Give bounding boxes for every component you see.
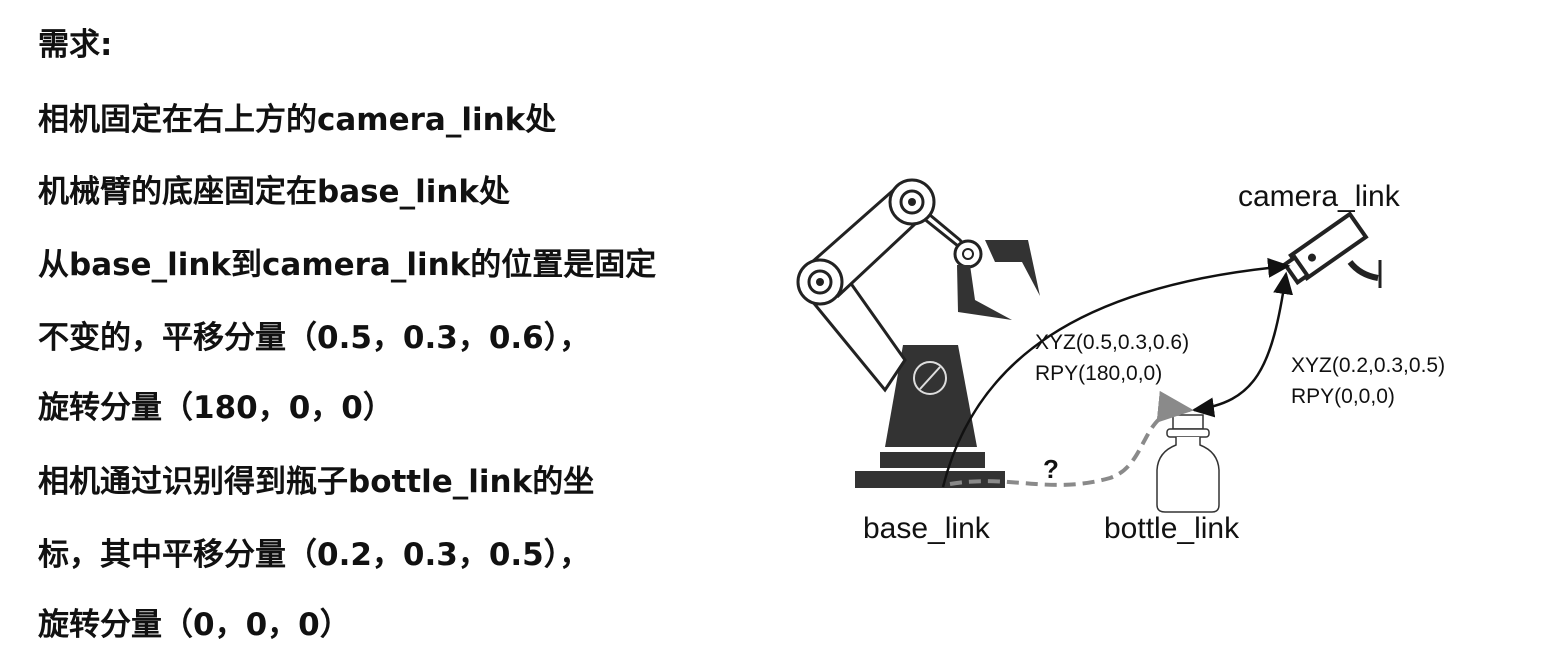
base-camera-rpy: RPY(180,0,0) xyxy=(1035,362,1162,385)
text-line: 相机通过识别得到瓶子bottle_link的坐 xyxy=(38,464,595,500)
text-line: 不变的，平移分量（0.5，0.3，0.6）， xyxy=(38,320,591,356)
camera-link-label: camera_link xyxy=(1238,180,1401,213)
text-line: 机械臂的底座固定在base_link处 xyxy=(38,174,511,210)
bottle-link-label: bottle_link xyxy=(1104,512,1240,545)
unknown-mark: ? xyxy=(1043,454,1059,484)
camera-bottle-xyz: XYZ(0.2,0.3,0.5) xyxy=(1291,354,1445,377)
bottle-icon xyxy=(1156,414,1220,513)
robot-arm-icon xyxy=(796,178,1040,488)
base-link-label: base_link xyxy=(863,512,991,545)
text-line: 标，其中平移分量（0.2，0.3，0.5）， xyxy=(38,537,591,573)
camera-to-bottle-arrow xyxy=(1191,271,1294,418)
unknown-transform-arrow xyxy=(949,390,1194,487)
text-line: 旋转分量（0，0，0） xyxy=(38,607,351,643)
text-line: 旋转分量（180，0，0） xyxy=(38,390,394,426)
base-camera-xyz: XYZ(0.5,0.3,0.6) xyxy=(1035,331,1189,354)
text-line: 相机固定在右上方的camera_link处 xyxy=(38,102,557,138)
camera-bottle-rpy: RPY(0,0,0) xyxy=(1291,385,1395,408)
camera-icon xyxy=(1282,211,1382,288)
heading: 需求: xyxy=(38,27,113,63)
text-line: 从base_link到camera_link的位置是固定 xyxy=(38,247,657,283)
